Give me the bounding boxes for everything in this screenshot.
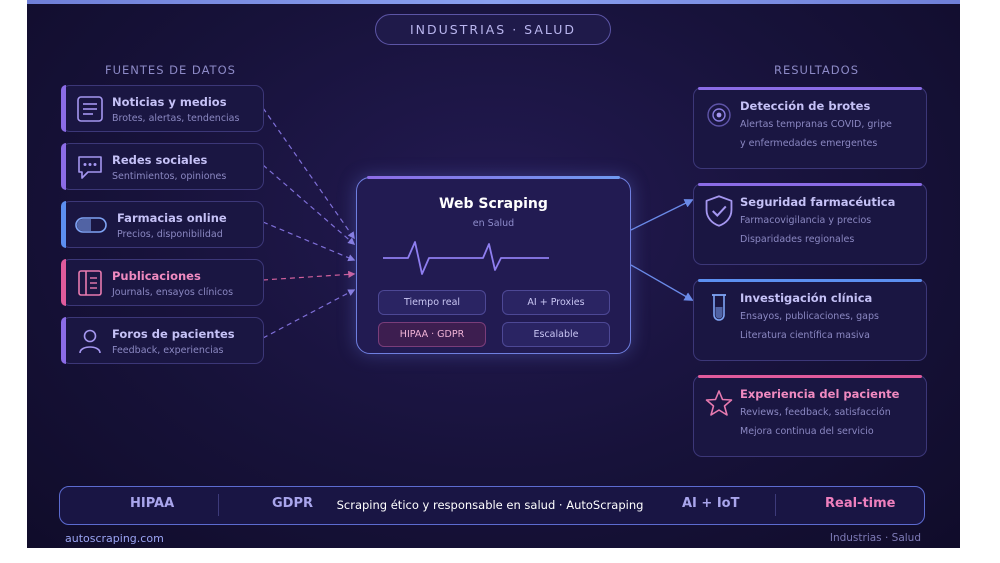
source-card-forums[interactable]: Foros de pacientes Feedback, experiencia… xyxy=(61,317,264,364)
hub-title: Web Scraping xyxy=(439,196,548,212)
tag-hipaa-gdpr: HIPAA · GDPR xyxy=(378,322,486,347)
source-subtitle: Sentimientos, opiniones xyxy=(112,171,227,182)
result-title: Detección de brotes xyxy=(740,99,871,113)
result-line-1: Alertas tempranas COVID, gripe xyxy=(740,119,892,130)
source-accent-bar xyxy=(61,201,66,248)
source-title: Foros de pacientes xyxy=(112,327,235,341)
source-accent-bar xyxy=(61,85,66,132)
result-line-2: Mejora continua del servicio xyxy=(740,426,874,437)
source-card-publications[interactable]: Publicaciones Journals, ensayos clínicos xyxy=(61,259,264,306)
connector-forums xyxy=(262,289,356,339)
result-line-1: Farmacovigilancia y precios xyxy=(740,215,872,226)
source-title: Redes sociales xyxy=(112,153,208,167)
connector-news xyxy=(262,107,355,240)
person-icon xyxy=(79,329,101,354)
source-card-pharmacy[interactable]: Farmacias online Precios, disponibilidad xyxy=(61,201,264,248)
result-title: Seguridad farmacéutica xyxy=(740,195,896,209)
connector-social xyxy=(262,164,356,245)
footer-bar: HIPAA GDPR Scraping ético y responsable … xyxy=(59,486,925,525)
tag-realtime: Tiempo real xyxy=(378,290,486,315)
star-icon xyxy=(705,390,733,416)
newspaper-icon xyxy=(77,96,103,122)
connector-to-clinical xyxy=(630,264,694,301)
footer-hipaa: HIPAA xyxy=(130,496,175,511)
connector-to-pharma-safety xyxy=(630,199,694,231)
result-accent-bar xyxy=(698,183,922,186)
result-card-pharma-safety[interactable]: Seguridad farmacéutica Farmacovigilancia… xyxy=(693,183,927,265)
result-line-2: Literatura científica masiva xyxy=(740,330,870,341)
brand-tagline: Industrias · Salud xyxy=(829,532,921,544)
result-card-outbreak[interactable]: Detección de brotes Alertas tempranas CO… xyxy=(693,87,927,169)
pill-icon xyxy=(75,217,107,233)
source-title: Farmacias online xyxy=(117,211,227,225)
target-icon xyxy=(707,103,731,127)
footer-gdpr: GDPR xyxy=(272,496,313,511)
chat-bubble-icon xyxy=(78,156,102,179)
result-card-clinical[interactable]: Investigación clínica Ensayos, publicaci… xyxy=(693,279,927,361)
result-accent-bar xyxy=(698,375,922,378)
result-line-2: Disparidades regionales xyxy=(740,234,855,245)
source-subtitle: Brotes, alertas, tendencias xyxy=(112,113,240,124)
source-card-news[interactable]: Noticias y medios Brotes, alertas, tende… xyxy=(61,85,264,132)
diagram-canvas: INDUSTRIAS · SALUD FUENTES DE DATOS RESU… xyxy=(27,0,960,548)
test-tube-icon xyxy=(712,294,726,321)
tag-scalable: Escalable xyxy=(502,322,610,347)
result-line-1: Ensayos, publicaciones, gaps xyxy=(740,311,879,322)
source-subtitle: Precios, disponibilidad xyxy=(117,229,223,240)
source-subtitle: Feedback, experiencias xyxy=(112,345,224,356)
hub-subtitle: en Salud xyxy=(472,218,515,229)
shield-check-icon xyxy=(705,195,733,227)
web-scraping-hub: Web Scraping en Salud Tiempo real AI + P… xyxy=(356,176,631,354)
source-title: Noticias y medios xyxy=(112,95,227,109)
result-accent-bar xyxy=(698,87,922,90)
source-accent-bar xyxy=(61,259,66,306)
source-title: Publicaciones xyxy=(112,269,201,283)
footer-realtime: Real-time xyxy=(825,496,896,511)
result-card-patient-experience[interactable]: Experiencia del paciente Reviews, feedba… xyxy=(693,375,927,457)
connector-lines xyxy=(262,107,694,339)
result-line-2: y enfermedades emergentes xyxy=(740,138,878,149)
source-subtitle: Journals, ensayos clínicos xyxy=(112,287,234,298)
brand-link[interactable]: autoscraping.com xyxy=(65,532,164,545)
result-title: Experiencia del paciente xyxy=(740,387,900,401)
journal-icon xyxy=(78,270,102,296)
header-pill: INDUSTRIAS · SALUD xyxy=(375,14,611,45)
result-accent-bar xyxy=(698,279,922,282)
connector-publications xyxy=(262,270,356,281)
top-accent-line xyxy=(27,0,960,4)
source-accent-bar xyxy=(61,143,66,190)
footer-divider xyxy=(218,494,219,516)
result-title: Investigación clínica xyxy=(740,291,873,305)
source-card-social[interactable]: Redes sociales Sentimientos, opiniones xyxy=(61,143,264,190)
header-title: INDUSTRIAS · SALUD xyxy=(410,22,576,37)
connector-pharmacy xyxy=(262,221,356,262)
results-section-label: RESULTADOS xyxy=(774,63,860,77)
source-accent-bar xyxy=(61,317,66,364)
footer-ai-iot: AI + IoT xyxy=(682,496,740,511)
sources-section-label: FUENTES DE DATOS xyxy=(105,63,236,77)
result-line-1: Reviews, feedback, satisfacción xyxy=(740,407,891,418)
footer-center-text: Scraping ético y responsable en salud · … xyxy=(336,498,644,512)
footer-divider xyxy=(775,494,776,516)
hub-accent-bar xyxy=(367,176,620,179)
heartbeat-icon xyxy=(383,241,549,275)
tag-ai-proxies: AI + Proxies xyxy=(502,290,610,315)
